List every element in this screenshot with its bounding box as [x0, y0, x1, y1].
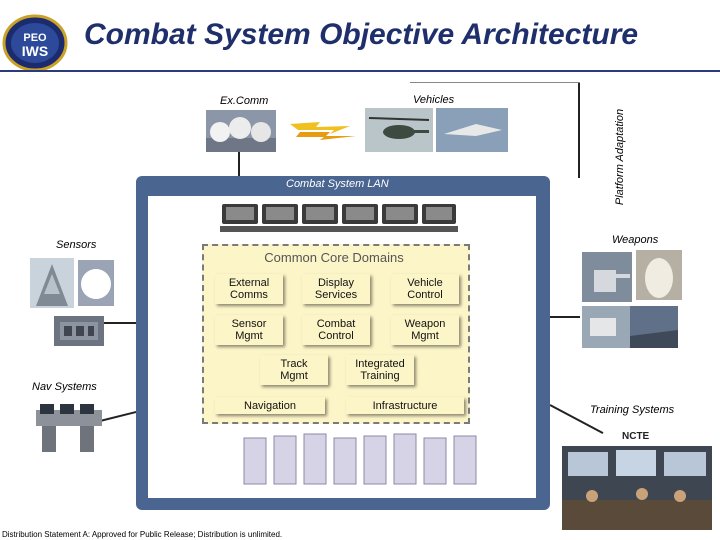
radar-array-image — [30, 258, 74, 308]
peo-iws-logo: PEO IWS — [2, 14, 68, 72]
display-consoles-image — [220, 200, 458, 236]
uav-image — [436, 108, 508, 152]
excomm-radomes-image — [206, 110, 276, 152]
core-box-label: Sensor Mgmt — [231, 318, 267, 342]
core-box-label: Weapon Mgmt — [404, 318, 446, 342]
distribution-statement: Distribution Statement A: Approved for P… — [2, 530, 283, 539]
logo-text-peo: PEO — [23, 32, 47, 44]
core-box-track-mgmt: Track Mgmt — [260, 355, 328, 385]
core-box-label: Combat Control — [316, 318, 356, 342]
title-rule — [0, 70, 720, 72]
training-systems-label: Training Systems — [590, 404, 675, 416]
vehicles-label: Vehicles — [413, 94, 455, 106]
weapons-connector — [550, 316, 580, 318]
weapons-label: Weapons — [612, 234, 659, 246]
core-box-sensor-mgmt: Sensor Mgmt — [215, 315, 283, 345]
core-box-weapon-mgmt: Weapon Mgmt — [391, 315, 459, 345]
gun-mount-image — [582, 252, 632, 302]
server-racks-image — [240, 432, 482, 488]
excomm-connector — [238, 150, 240, 178]
missile-launch-image — [636, 250, 682, 300]
core-box-integrated-training: Integrated Training — [346, 355, 414, 385]
core-box-label: Integrated Training — [355, 358, 405, 382]
ncte-label: NCTE — [622, 431, 650, 442]
ship-deck-image — [630, 306, 678, 348]
platform-adaptation: Platform Adaptation — [600, 82, 640, 232]
common-core-domains-panel — [202, 244, 470, 424]
training-room-image — [562, 446, 712, 530]
sensors-connector — [104, 322, 138, 324]
nav-systems-label: Nav Systems — [32, 381, 97, 393]
page-title: Combat System Objective Architecture — [84, 18, 639, 51]
radome-image — [78, 260, 114, 306]
core-box-label: Vehicle Control — [407, 277, 443, 301]
nav-connector — [99, 410, 138, 422]
core-box-label: External Comms — [228, 277, 270, 301]
common-core-domains-title: Common Core Domains — [264, 250, 404, 265]
logo-text-iws: IWS — [22, 43, 48, 59]
platform-adaptation-label: Platform Adaptation — [614, 108, 626, 206]
core-box-navigation: Navigation — [215, 397, 325, 414]
shipboard-sensor-image — [54, 316, 104, 346]
core-box-label: Infrastructure — [372, 399, 438, 412]
sensors-label: Sensors — [56, 239, 97, 251]
lightning-icon — [290, 118, 356, 140]
core-box-label: Navigation — [244, 399, 296, 412]
core-box-label: Track Mgmt — [280, 358, 308, 382]
platform-connector — [578, 82, 580, 178]
core-box-display-services: Display Services — [302, 274, 370, 304]
excomm-label: Ex.Comm — [220, 95, 269, 107]
ship-weapon-image — [582, 306, 630, 348]
helicopter-image — [365, 108, 433, 152]
core-box-combat-control: Combat Control — [302, 315, 370, 345]
platform-top-line — [410, 82, 580, 83]
core-box-vehicle-control: Vehicle Control — [391, 274, 459, 304]
core-box-external-comms: External Comms — [215, 274, 283, 304]
core-box-infrastructure: Infrastructure — [346, 397, 464, 414]
combat-system-lan-label: Combat System LAN — [286, 178, 389, 190]
nav-consoles-image — [36, 400, 102, 452]
core-box-label: Display Services — [314, 277, 358, 301]
